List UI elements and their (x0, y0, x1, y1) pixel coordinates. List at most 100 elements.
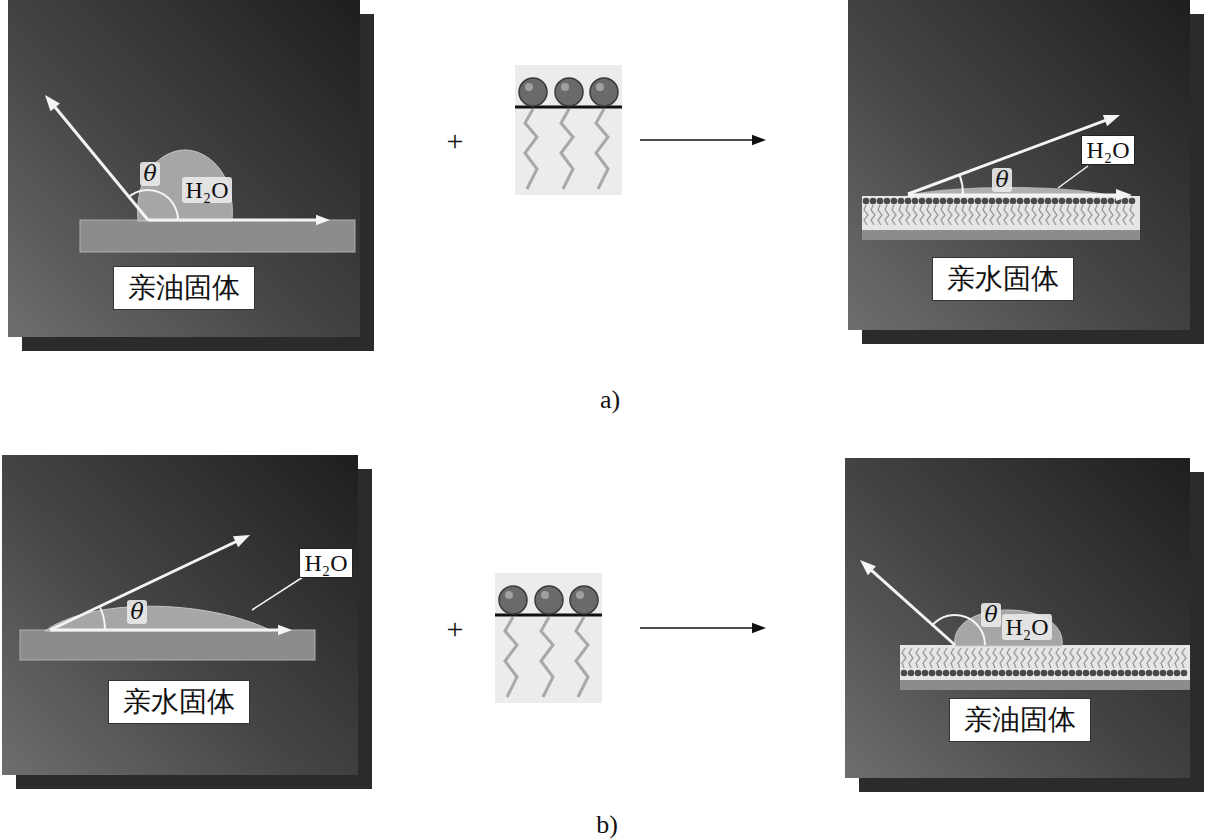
solid-plate (20, 630, 315, 660)
subfigure-label: b) (596, 811, 618, 839)
layer-head (898, 198, 905, 205)
layer-tail (1168, 648, 1172, 668)
arrow-head (752, 623, 766, 634)
layer-head (1041, 670, 1048, 677)
layer-head (1059, 198, 1066, 205)
arrow-head (233, 535, 250, 547)
layer-tail (923, 648, 927, 668)
layer-tail (976, 205, 980, 225)
layer-head (992, 670, 999, 677)
layer-tail (916, 648, 920, 668)
layer-tail (979, 648, 983, 668)
layer-head (929, 670, 936, 677)
angle-arc (933, 615, 985, 645)
molecule-head (555, 78, 583, 106)
layer-head (1024, 198, 1031, 205)
layer-tail (1140, 648, 1144, 668)
solid-plate (900, 680, 1190, 690)
layer-head (1003, 198, 1010, 205)
layer-head (1010, 198, 1017, 205)
layer-head (1153, 670, 1160, 677)
layer-head (985, 670, 992, 677)
solid-name: 亲水固体 (123, 685, 235, 719)
layer-tail (1161, 648, 1165, 668)
layer-head (1062, 670, 1069, 677)
layer-head (1160, 670, 1167, 677)
solid-name: 亲油固体 (964, 703, 1076, 737)
layer-tail (1046, 205, 1050, 225)
label-box: 亲油固体 (949, 698, 1091, 742)
layer-head (1104, 670, 1111, 677)
layer-tail (899, 205, 903, 225)
layer-tail (1074, 205, 1078, 225)
layer-tail (1175, 648, 1179, 668)
molecule-tail (505, 617, 517, 697)
angle-symbol: θ (140, 162, 159, 186)
layer-tail (1018, 205, 1022, 225)
diagram-panel: θH₂O亲水固体 (848, 0, 1190, 330)
layer-tail (920, 205, 924, 225)
layer-tail (1060, 205, 1064, 225)
angle-arc (100, 606, 105, 630)
layer-tail (927, 205, 931, 225)
layer-tail (997, 205, 1001, 225)
label-box: 亲油固体 (113, 266, 255, 310)
layer-head (901, 670, 908, 677)
layer-tail (1067, 205, 1071, 225)
layer-tail (1014, 648, 1018, 668)
molecule-head (535, 586, 563, 614)
layer-head (1181, 670, 1188, 677)
solid-name: 亲水固体 (947, 262, 1059, 296)
layer-tail (1126, 648, 1130, 668)
layer-tail (944, 648, 948, 668)
arrow-head (278, 625, 292, 636)
layer-head (1076, 670, 1083, 677)
layer-head (933, 198, 940, 205)
layer-head (943, 670, 950, 677)
liquid-label: H₂O (1002, 614, 1051, 640)
arrow-line (870, 569, 955, 645)
head-highlight (561, 83, 569, 91)
layer-head (957, 670, 964, 677)
layer-tail (930, 648, 934, 668)
layer-tail (1182, 648, 1186, 668)
layer-tail (972, 648, 976, 668)
layer-head (1069, 670, 1076, 677)
layer-head (982, 198, 989, 205)
layer-head (905, 198, 912, 205)
layer-head (1132, 670, 1139, 677)
layer-tail (1070, 648, 1074, 668)
layer-tail (951, 648, 955, 668)
layer-tail (983, 205, 987, 225)
water-drop (45, 606, 272, 631)
head-highlight (505, 591, 513, 599)
diagram-panel: θH₂O亲油固体 (8, 0, 360, 337)
arrow-head (1116, 189, 1132, 201)
layer-tail (948, 205, 952, 225)
layer-tail (1105, 648, 1109, 668)
layer-head (989, 198, 996, 205)
molecule-tail (525, 109, 537, 189)
diagram-panel: θH₂O亲水固体 (2, 455, 358, 775)
arrow-line (908, 194, 1118, 197)
layer-head (1146, 670, 1153, 677)
layer-tail (1109, 205, 1113, 225)
layer-tail (1088, 205, 1092, 225)
liquid-label: H₂O (299, 548, 352, 578)
layer-tail (958, 648, 962, 668)
layer-tail (1028, 648, 1032, 668)
layer-tail (1039, 205, 1043, 225)
layer-tail (1147, 648, 1151, 668)
layer-tail (1063, 648, 1067, 668)
arrow-line (148, 219, 318, 222)
angle-arc (129, 190, 178, 220)
layer-tail (1049, 648, 1053, 668)
layer-head (1031, 198, 1038, 205)
layer-head (978, 670, 985, 677)
molecule-head (519, 78, 547, 106)
layer-head (908, 670, 915, 677)
layer-tail (962, 205, 966, 225)
layer-tail (955, 205, 959, 225)
arrow-head (1103, 115, 1120, 126)
arrow-head (860, 560, 876, 575)
